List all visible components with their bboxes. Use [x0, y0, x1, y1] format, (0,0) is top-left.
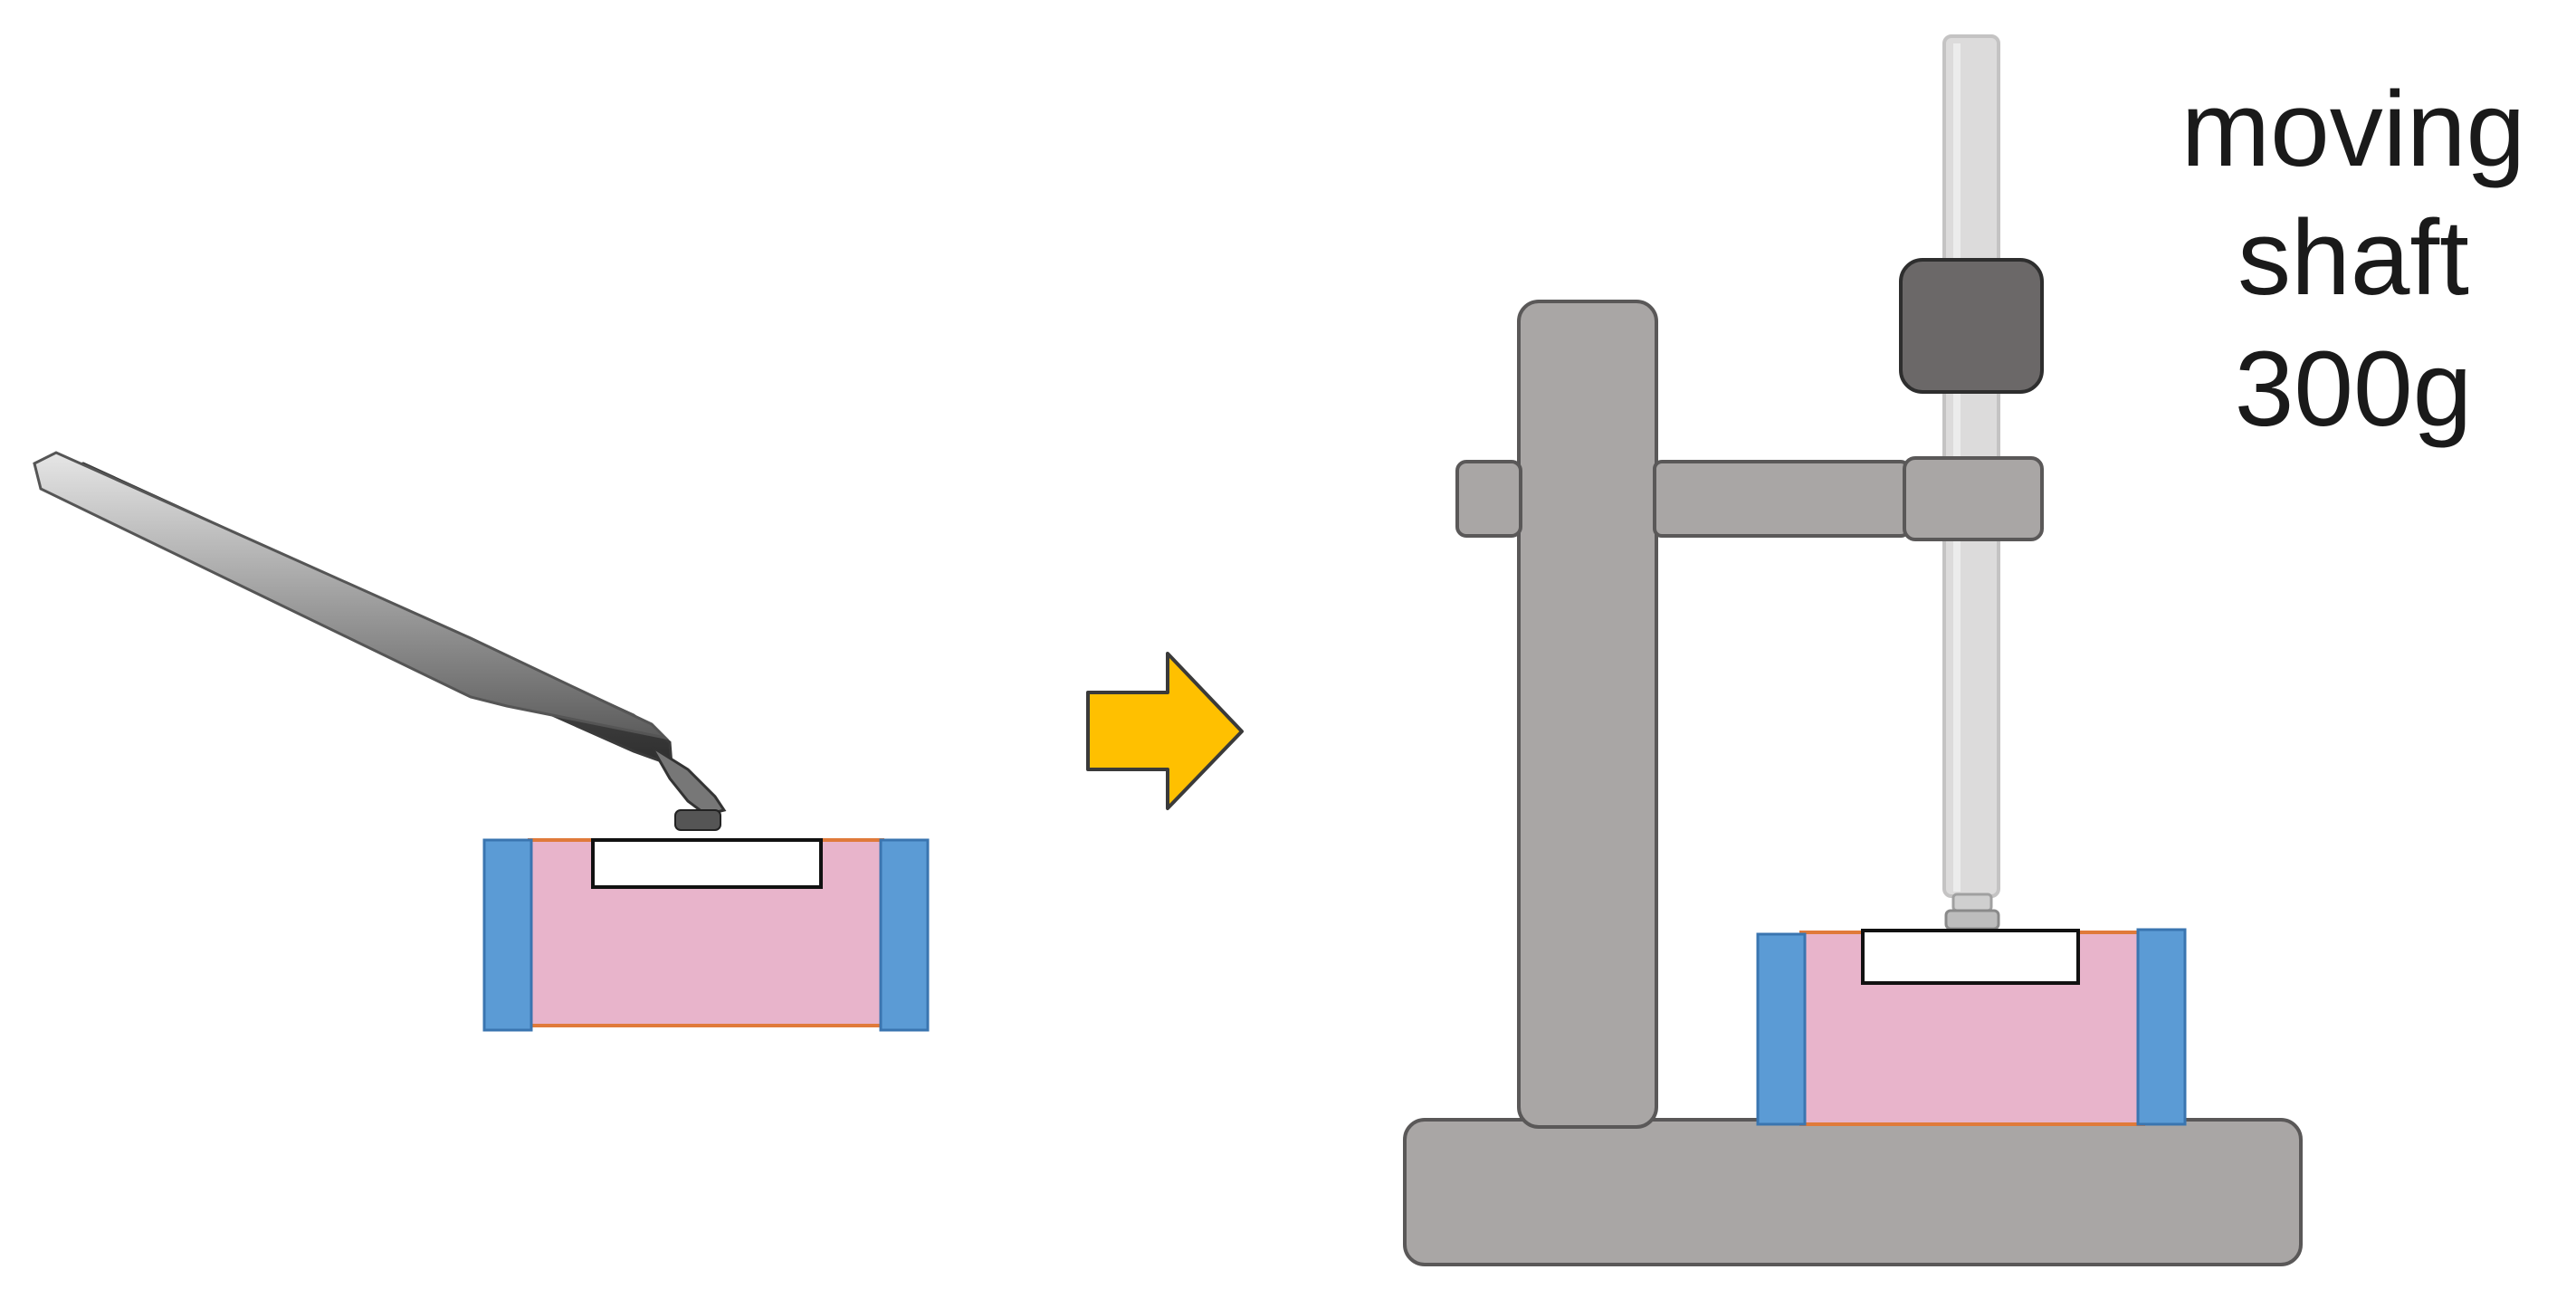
right-side-block-right [2136, 928, 2187, 1126]
right-side-block-left [1756, 932, 1807, 1126]
shaft-tip [1951, 893, 1993, 912]
left-plate [591, 838, 823, 889]
test-stand [1403, 34, 2303, 1266]
tweezer-upper-arm [33, 451, 670, 740]
shaft-tip-end [1944, 909, 2000, 931]
right-plate [1861, 929, 2080, 985]
weight-block [1899, 258, 2044, 394]
left-sample-assembly [482, 838, 930, 1032]
stand-base [1403, 1118, 2303, 1266]
right-arrow-icon [1086, 652, 1244, 810]
tweezer-tip [650, 745, 727, 816]
annotation-label: moving shaft 300g [2181, 70, 2525, 449]
left-side-block-left [482, 838, 533, 1032]
annotation-line-3: 300g [2235, 329, 2473, 449]
annotation-line-2: shaft [2237, 198, 2469, 318]
stand-arm-left [1455, 460, 1522, 538]
left-side-block-right [879, 838, 930, 1032]
stand-column [1517, 300, 1658, 1129]
right-sample-assembly [1756, 928, 2187, 1126]
arm-collar [1903, 456, 2044, 541]
annotation-line-1: moving [2181, 70, 2525, 189]
tweezer-grip [674, 809, 721, 831]
stand-arm [1653, 460, 1910, 538]
tweezers-icon [33, 451, 727, 831]
